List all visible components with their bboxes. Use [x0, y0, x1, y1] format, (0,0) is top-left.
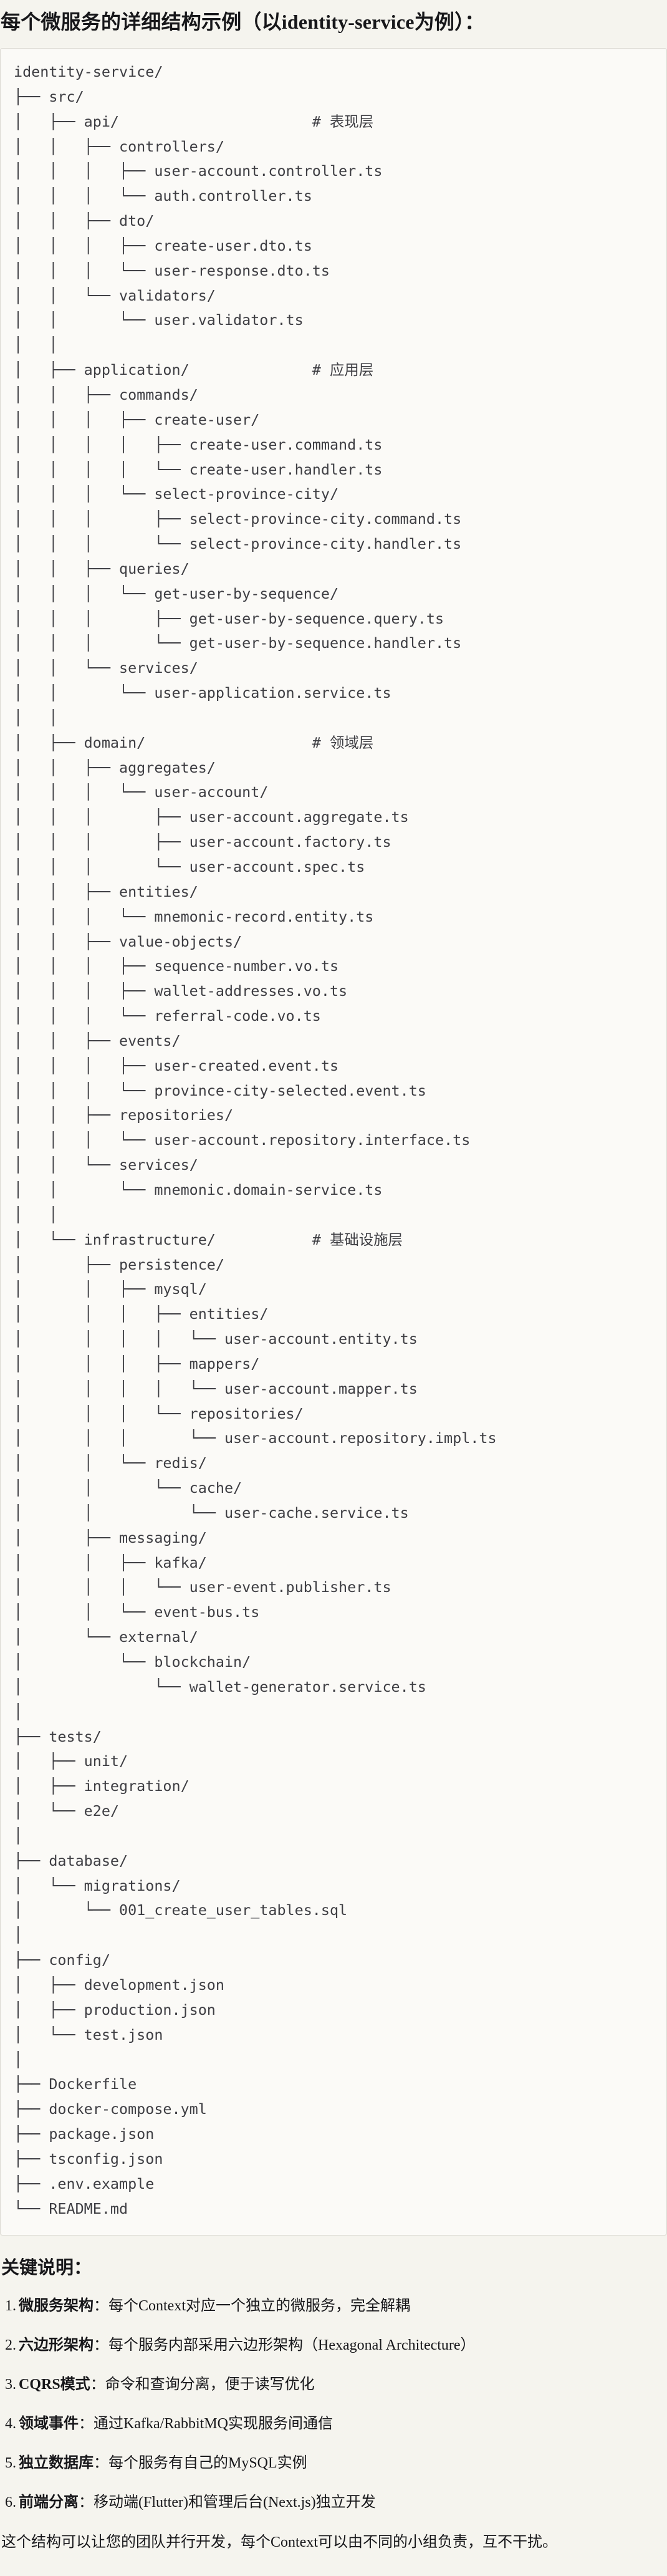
note-term: 微服务架构	[19, 2298, 94, 2315]
note-item: 4.领域事件：通过Kafka/RabbitMQ实现服务间通信	[5, 2416, 333, 2433]
note-number: 1.	[5, 2298, 16, 2315]
directory-tree: identity-service/ ├── src/ │ ├── api/ # …	[14, 63, 497, 2217]
code-block: identity-service/ ├── src/ │ ├── api/ # …	[0, 48, 667, 2236]
note-item: 1.微服务架构：每个Context对应一个独立的微服务，完全解耦	[5, 2298, 410, 2315]
note-item: 5.独立数据库：每个服务有自己的MySQL实例	[5, 2455, 307, 2472]
note-number: 3.	[5, 2376, 16, 2393]
note-term: 独立数据库	[19, 2455, 94, 2472]
note-item: 2.六边形架构：每个服务内部采用六边形架构（Hexagonal Architec…	[5, 2337, 476, 2354]
note-term: 六边形架构	[19, 2337, 94, 2354]
note-number: 5.	[5, 2455, 16, 2472]
note-term: 前端分离	[19, 2494, 79, 2511]
notes-list: 1.微服务架构：每个Context对应一个独立的微服务，完全解耦 2.六边形架构：…	[1, 2296, 666, 2513]
note-item: 6.前端分离：移动端(Flutter)和管理后台(Next.js)独立开发	[5, 2494, 376, 2511]
note-number: 6.	[5, 2494, 16, 2511]
note-number: 2.	[5, 2337, 16, 2354]
document: 每个微服务的详细结构示例（以identity-service为例）： ident…	[0, 9, 667, 2553]
note-term: 领域事件	[19, 2416, 79, 2433]
note-term: CQRS模式	[19, 2376, 90, 2393]
note-item: 3.CQRS模式：命令和查询分离，便于读写优化	[5, 2376, 315, 2393]
notes-heading: 关键说明：	[1, 2258, 92, 2279]
note-number: 4.	[5, 2416, 16, 2433]
page-title: 每个微服务的详细结构示例（以identity-service为例）：	[1, 11, 485, 33]
closing-paragraph: 这个结构可以让您的团队并行开发，每个Context可以由不同的小组负责，互不干扰…	[1, 2534, 557, 2551]
notes-section: 关键说明： 1.微服务架构：每个Context对应一个独立的微服务，完全解耦 2.…	[0, 2257, 667, 2553]
